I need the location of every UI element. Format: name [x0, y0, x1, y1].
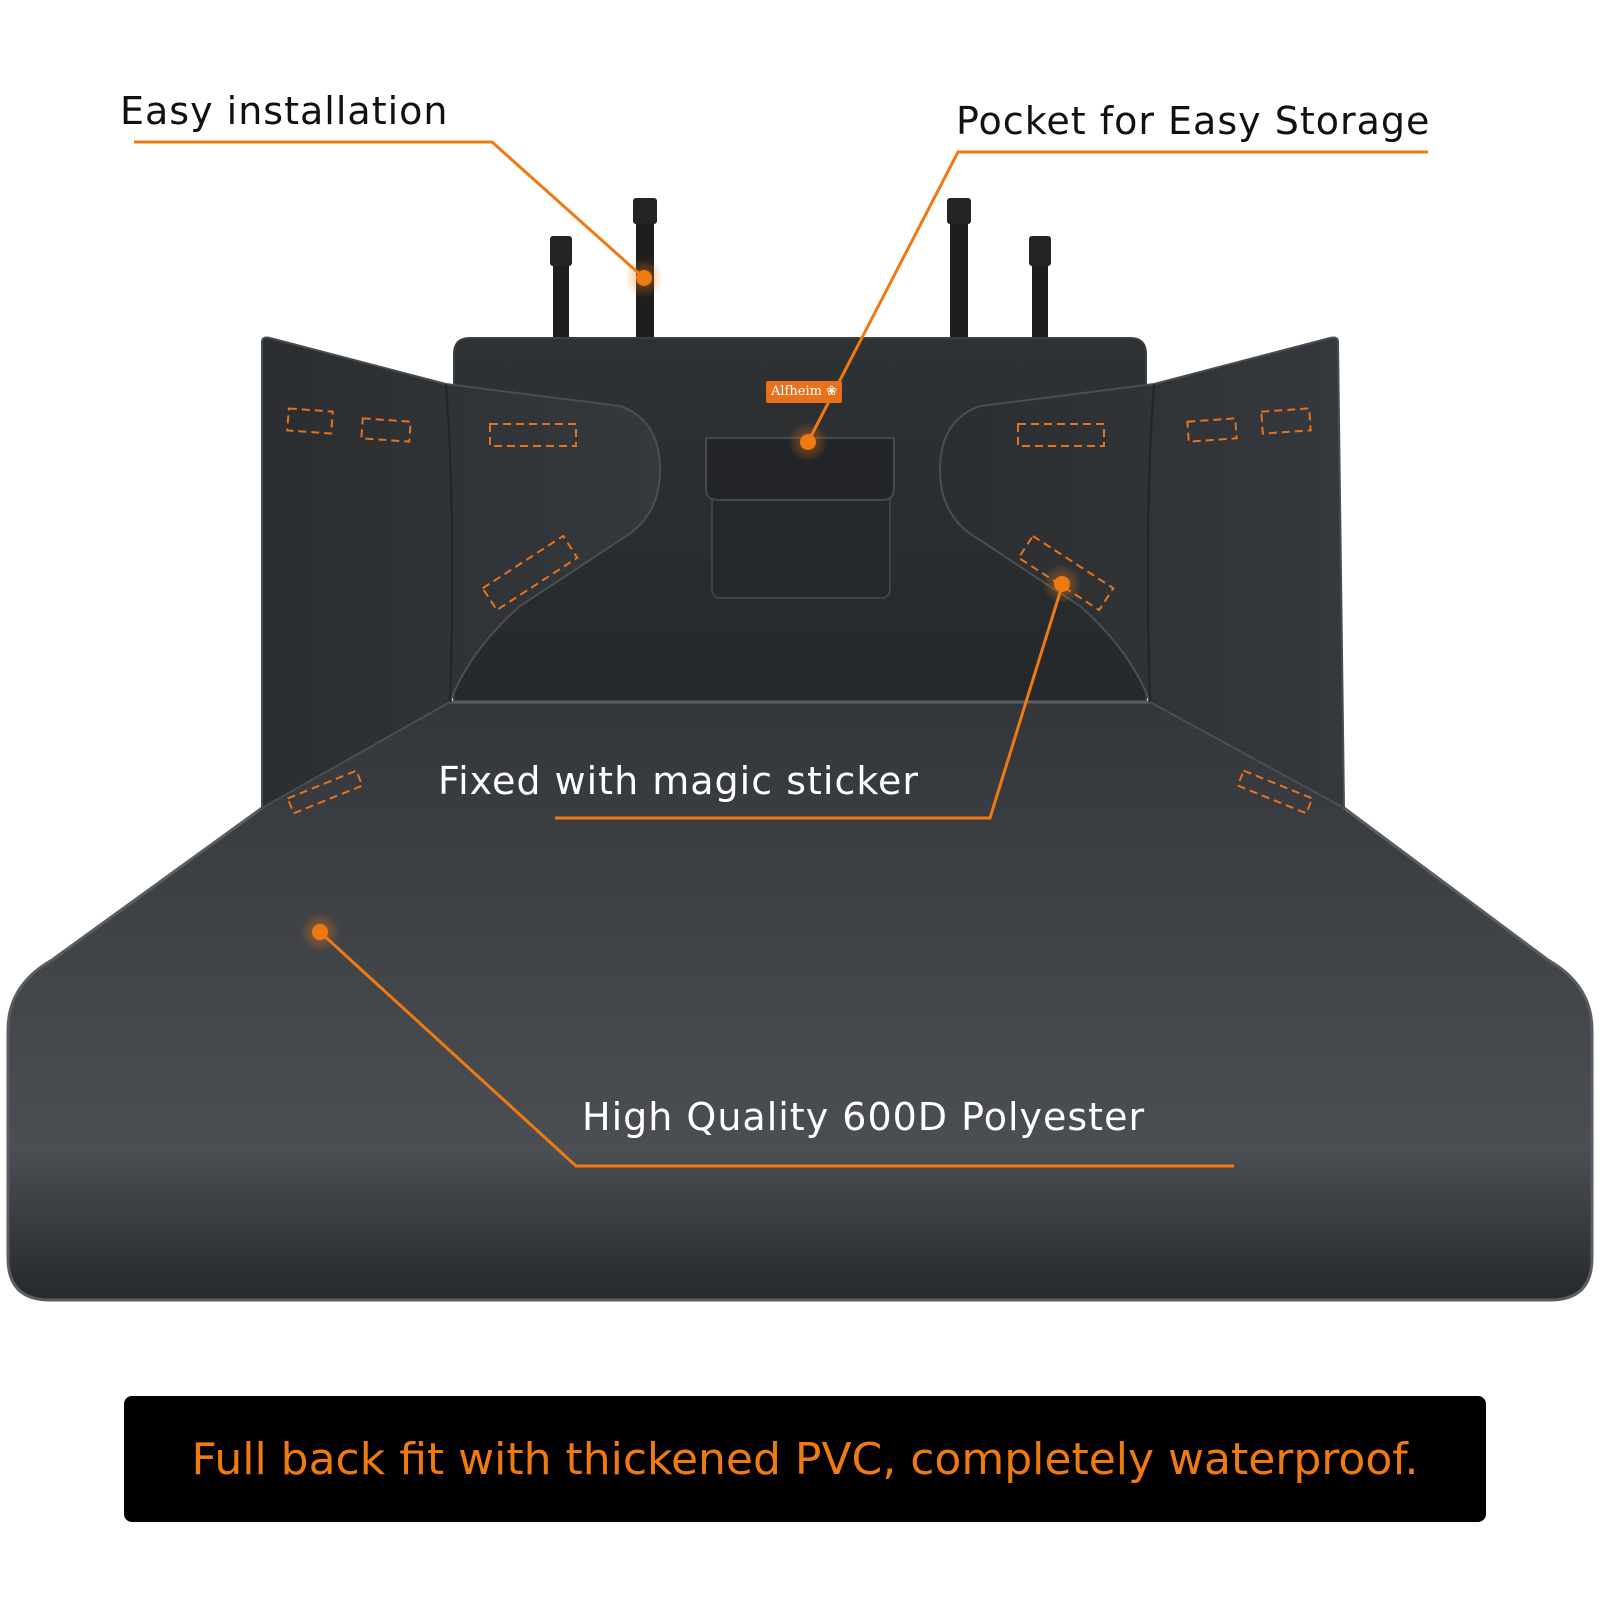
velcro-patches	[286, 407, 1314, 815]
paw-icon: ❀	[826, 384, 837, 399]
left-side-flap	[261, 336, 662, 810]
storage-pocket	[705, 437, 895, 599]
callout-dots	[300, 258, 1082, 952]
callout-pocket-storage: Pocket for Easy Storage	[956, 99, 1431, 143]
right-side-flap	[938, 336, 1346, 810]
callout-easy-installation: Easy installation	[120, 89, 449, 133]
brand-tag: Alfheim ❀	[766, 381, 842, 403]
brand-label: Alfheim	[771, 384, 822, 399]
feature-banner: Full back fit with thickened PVC, comple…	[124, 1396, 1486, 1522]
floor-panel	[6, 700, 1594, 1302]
banner-text: Full back fit with thickened PVC, comple…	[191, 1433, 1419, 1485]
callout-polyester: High Quality 600D Polyester	[582, 1095, 1146, 1139]
callout-leaders	[134, 140, 1428, 1168]
callout-magic-sticker: Fixed with magic sticker	[438, 759, 920, 803]
